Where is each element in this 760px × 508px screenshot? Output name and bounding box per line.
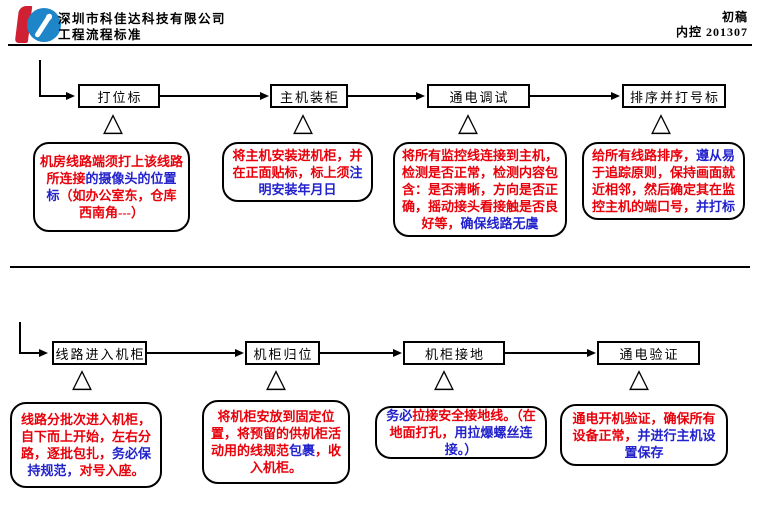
flow-arrow-line (348, 95, 416, 97)
flow-step-box: 通电验证 (597, 341, 700, 365)
note-segment: 通电开机验证，确保所有设备正常， (572, 410, 716, 443)
arrowhead-icon (260, 92, 269, 100)
flow-step-box: 排序并打号标 (622, 84, 726, 108)
connector-triangle-icon: △ (629, 364, 649, 394)
connector-triangle-icon: △ (72, 364, 92, 394)
note-callout: 通电开机验证，确保所有设备正常，并进行主机设置保存 (560, 404, 728, 466)
flow-arrow-line (320, 352, 393, 354)
company-name: 深圳市科佳达科技有限公司 (58, 12, 227, 26)
note-segment: 将所有监控线连接到主机，检测是否正常，检测内容包含：是否清晰，方向是否正确，摇动… (401, 148, 558, 231)
note-callout: 线路分批次进入机柜，自下而上开始，左右分路，逐批包扎，务必保持规范，对号入座。 (10, 402, 162, 488)
note-segment: 于追踪原则，保持画面就近相邻，然后确定其在监控主机的端口号， (591, 165, 735, 214)
note-segment: 用拉爆螺丝连接。） (444, 425, 533, 457)
note-callout: 给所有线路排序，遵从易于追踪原则，保持画面就近相邻，然后确定其在监控主机的端口号… (582, 142, 745, 220)
note-callout: 将所有监控线连接到主机，检测是否正常，检测内容包含：是否清晰，方向是否正确，摇动… (393, 142, 567, 237)
row2-entry-line-vertical (19, 322, 21, 354)
step-label: 机柜归位 (253, 346, 314, 362)
section-divider (10, 266, 750, 268)
note-text: 线路分批次进入机柜，自下而上开始，左右分路，逐批包扎，务必保持规范，对号入座。 (17, 411, 155, 479)
flow-step-box: 打位标 (78, 84, 160, 108)
step-label: 线路进入机柜 (55, 346, 146, 362)
note-segment: 务必保持规范， (27, 446, 152, 478)
note-segment: 给所有线路排序， (591, 148, 696, 163)
note-text: 机房线路端须打上该线路所连接的摄像头的位置标（如办公室东，仓库西南角---） (40, 153, 183, 221)
draft-label: 初稿 (721, 10, 748, 24)
arrowhead-icon (416, 92, 425, 100)
arrowhead-icon (235, 349, 244, 357)
note-callout: 将主机安装进机柜，并在正面贴标，标上须注明安装年月日 (222, 142, 373, 202)
connector-triangle-icon: △ (103, 108, 123, 138)
note-segment: 遵从易 (696, 148, 736, 163)
note-segment: 拉接安全接地线。（在地面打孔， (389, 408, 536, 440)
note-segment: 对号入座。 (79, 463, 145, 478)
note-callout: 务必拉接安全接地线。（在地面打孔，用拉爆螺丝连接。） (375, 406, 547, 459)
note-text: 通电开机验证，确保所有设备正常，并进行主机设置保存 (567, 410, 721, 461)
note-segment: 确保线路无虞 (460, 216, 539, 231)
note-callout: 机房线路端须打上该线路所连接的摄像头的位置标（如办公室东，仓库西南角---） (33, 142, 190, 232)
note-text: 将机柜安放到固定位置，将预留的供机柜活动用的线规范包裹，收入机柜。 (209, 408, 343, 476)
note-segment: 将机柜安放到固定位置，将预留的供机柜活动用的线规范 (210, 409, 341, 458)
doc-title: 工程流程标准 (58, 28, 143, 42)
note-text: 将主机安装进机柜，并在正面贴标，标上须注明安装年月日 (229, 147, 366, 198)
header-rule (8, 44, 752, 46)
note-text: 给所有线路排序，遵从易于追踪原则，保持画面就近相邻，然后确定其在监控主机的端口号… (589, 147, 738, 215)
arrowhead-icon (66, 92, 75, 100)
note-segment: 包裹 (288, 443, 315, 458)
note-segment: ，收入机柜。 (249, 443, 342, 475)
note-segment: 务必 (386, 408, 413, 423)
arrowhead-icon (39, 349, 48, 357)
flow-step-box: 主机装柜 (270, 84, 348, 108)
connector-triangle-icon: △ (293, 108, 313, 138)
row1-entry-line-horizontal (39, 95, 66, 97)
step-label: 排序并打号标 (629, 89, 720, 105)
flow-step-box: 线路进入机柜 (52, 341, 147, 365)
connector-triangle-icon: △ (458, 108, 478, 138)
row1-entry-line-vertical (39, 60, 41, 97)
flow-arrow-line (505, 352, 587, 354)
note-segment: 注明安装年月日 (258, 164, 363, 197)
row2-entry-line-horizontal (19, 352, 39, 354)
control-label: 内控 201307 (675, 25, 748, 39)
arrowhead-icon (587, 349, 596, 357)
flow-step-box: 机柜接地 (403, 341, 505, 365)
flow-step-box: 机柜归位 (245, 341, 320, 365)
logo-dot (46, 14, 52, 20)
step-label: 打位标 (97, 89, 143, 105)
connector-triangle-icon: △ (434, 364, 454, 394)
flow-arrow-line (530, 95, 611, 97)
note-segment: 并进行主机设置保存 (624, 427, 716, 460)
step-label: 主机装柜 (279, 89, 340, 105)
step-label: 机柜接地 (424, 346, 485, 362)
note-text: 务必拉接安全接地线。（在地面打孔，用拉爆螺丝连接。） (382, 407, 540, 458)
flow-arrow-line (147, 352, 235, 354)
note-segment: 线路分批次进入机柜，自下而上开始，左右分路，逐批包扎， (20, 412, 151, 461)
note-text: 将所有监控线连接到主机，检测是否正常，检测内容包含：是否清晰，方向是否正确，摇动… (400, 147, 560, 232)
company-logo-icon (14, 6, 61, 46)
flow-step-box: 通电调试 (427, 84, 530, 108)
arrowhead-icon (611, 92, 620, 100)
step-label: 通电验证 (619, 346, 680, 362)
connector-triangle-icon: △ (651, 108, 671, 138)
note-segment: 将主机安装进机柜，并在正面贴标，标上须 (232, 147, 363, 180)
note-callout: 将机柜安放到固定位置，将预留的供机柜活动用的线规范包裹，收入机柜。 (202, 400, 350, 484)
step-label: 通电调试 (449, 89, 510, 105)
flow-arrow-line (160, 95, 260, 97)
note-segment: （如办公室东，仓库西南角---） (59, 188, 177, 220)
connector-triangle-icon: △ (266, 364, 286, 394)
arrowhead-icon (393, 349, 402, 357)
note-segment: 的摄像头的位置标 (46, 171, 177, 203)
note-segment: 并打标 (696, 199, 736, 214)
note-segment: 机房线路端须打上该线路所连接 (40, 154, 184, 186)
